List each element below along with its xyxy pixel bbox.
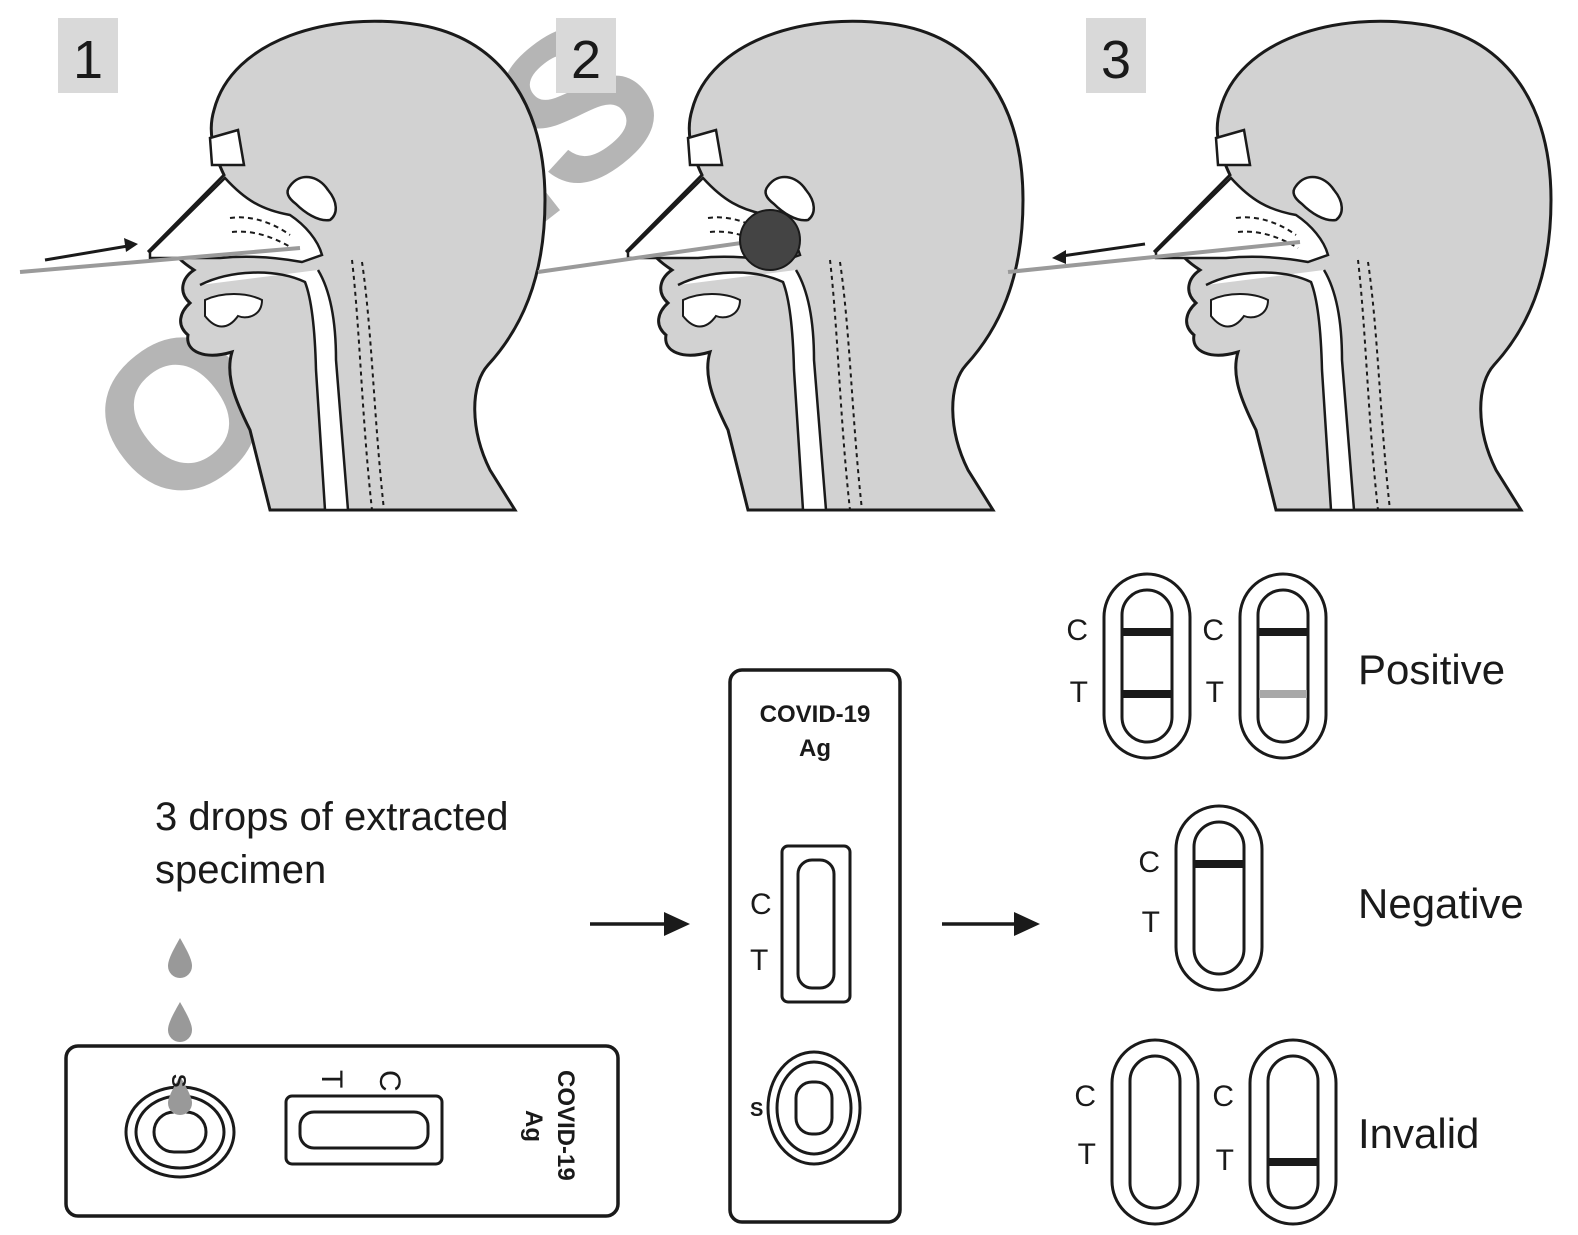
test-line bbox=[1123, 690, 1171, 698]
step-2-number: 2 bbox=[571, 30, 601, 90]
test-line-label: T bbox=[315, 1070, 348, 1088]
flow-arrow-head bbox=[664, 912, 690, 936]
test-line bbox=[1259, 690, 1307, 698]
specimen-caption-line1: 3 drops of extracted bbox=[155, 795, 509, 839]
step-2-panel: 2 bbox=[538, 18, 1023, 510]
vertical-test-cassette: COVID-19 Ag C T S bbox=[730, 670, 900, 1222]
sample-well-label: S bbox=[167, 1074, 189, 1087]
control-line-label: C bbox=[1074, 1080, 1096, 1113]
cassette-brand-line2: Ag bbox=[520, 1110, 547, 1142]
cassette-brand-line2: Ag bbox=[799, 735, 831, 762]
insert-arrow-head bbox=[124, 238, 138, 252]
flow-arrow-head bbox=[1014, 912, 1040, 936]
result-label-positive: Positive bbox=[1358, 646, 1505, 693]
specimen-caption-line2: specimen bbox=[155, 848, 326, 892]
withdraw-arrow bbox=[1062, 244, 1145, 256]
step-3-number: 3 bbox=[1101, 30, 1131, 90]
test-line-label: T bbox=[1216, 1144, 1234, 1177]
test-line bbox=[1269, 1158, 1317, 1166]
step-1-number: 1 bbox=[73, 30, 103, 90]
invalid-strip-empty: CT bbox=[1074, 1040, 1198, 1224]
withdraw-arrow-head bbox=[1052, 250, 1066, 264]
specimen-drop-icon bbox=[168, 1002, 192, 1042]
result-label-negative: Negative bbox=[1358, 880, 1524, 927]
control-line-label: C bbox=[1212, 1080, 1234, 1113]
control-line-label: C bbox=[1066, 614, 1088, 647]
test-line-label: T bbox=[1078, 1138, 1096, 1171]
control-line-label: C bbox=[750, 888, 772, 921]
control-line-label: C bbox=[1138, 846, 1160, 879]
control-line-label: C bbox=[1202, 614, 1224, 647]
test-line-label: T bbox=[750, 944, 768, 977]
sample-well bbox=[796, 1082, 832, 1134]
specimen-drop-icon bbox=[168, 938, 192, 978]
control-line bbox=[1195, 860, 1243, 868]
horizontal-test-cassette: S T C COVID-19 Ag bbox=[66, 1046, 618, 1216]
rotation-area bbox=[740, 210, 800, 270]
cassette-brand-line1: COVID-19 bbox=[552, 1070, 579, 1181]
test-line-label: T bbox=[1206, 676, 1224, 709]
sample-well bbox=[154, 1112, 206, 1152]
cassette-brand-line1: COVID-19 bbox=[760, 701, 871, 728]
control-line-label: C bbox=[373, 1070, 406, 1092]
step-3-panel: 3 bbox=[1008, 18, 1551, 510]
result-label-invalid: Invalid bbox=[1358, 1110, 1479, 1157]
test-line-label: T bbox=[1142, 906, 1160, 939]
control-line bbox=[1259, 628, 1307, 636]
positive-strip-strong: CT bbox=[1066, 574, 1190, 758]
insert-arrow bbox=[45, 246, 128, 260]
negative-strip: CT bbox=[1138, 806, 1262, 990]
control-line bbox=[1123, 628, 1171, 636]
test-line-label: T bbox=[1070, 676, 1088, 709]
sample-well-label: S bbox=[750, 1099, 763, 1121]
invalid-strip-test-only: CT bbox=[1212, 1040, 1336, 1224]
positive-strip-faint: CT bbox=[1202, 574, 1326, 758]
